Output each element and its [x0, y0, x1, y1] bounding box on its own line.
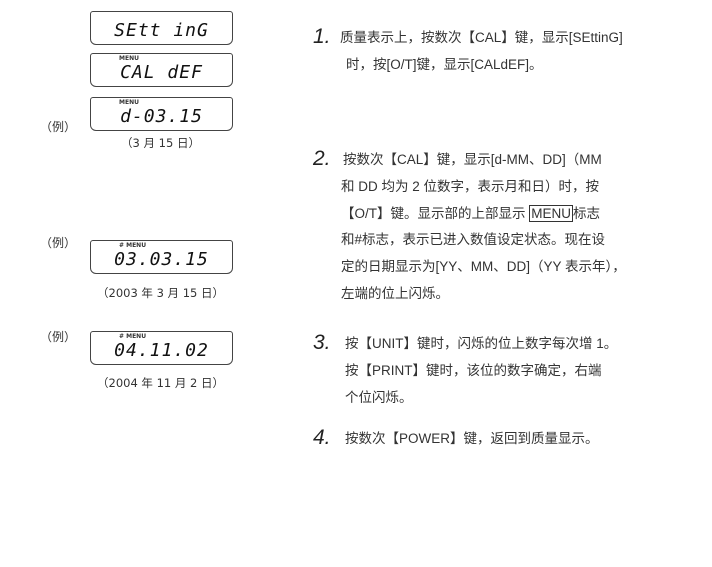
step-text: 按数次【POWER】键，返回到质量显示。 — [345, 431, 599, 446]
lcd-value: CAL dEF — [120, 62, 203, 83]
menu-indicator: MENU — [119, 99, 139, 106]
step-number: 1. — [313, 25, 331, 48]
step-text: 按【UNIT】键时，闪烁的位上数字每次增 1。 — [345, 336, 618, 351]
example-label: （例） — [40, 236, 77, 250]
step-text: 质量表示上，按数次【CAL】键，显示[SEttinG] — [340, 30, 623, 45]
display-caption: （2004 年 11 月 2 日） — [97, 376, 224, 390]
menu-indicator: # MENU — [119, 333, 147, 340]
menu-indicator: # MENU — [119, 242, 147, 249]
step-number: 3. — [313, 331, 331, 354]
step-text: 定的日期显示为[YY、MM、DD]（YY 表示年）， — [341, 259, 626, 274]
lcd-value: 03.03.15 — [114, 249, 209, 270]
step-number: 4. — [313, 426, 331, 449]
menu-indicator: MENU — [119, 55, 139, 62]
menu-label: MENU — [529, 205, 574, 222]
step-text-part: 【O/T】键。显示部的上部显示 — [341, 206, 526, 221]
step-text-part: 标志 — [573, 206, 601, 221]
example-label: （例） — [40, 120, 77, 134]
step-text: 和#标志，表示已进入数值设定状态。现在设 — [341, 232, 606, 247]
example-label: （例） — [40, 330, 77, 344]
step-text: 个位闪烁。 — [345, 390, 413, 405]
step-text: 按【PRINT】键时，该位的数字确定，右端 — [345, 363, 602, 378]
lcd-value: 04.11.02 — [114, 340, 209, 361]
display-caption: （3 月 15 日） — [121, 136, 200, 150]
step-text: 左端的位上闪烁。 — [341, 286, 449, 301]
lcd-value: d-03.15 — [120, 106, 203, 127]
step-text: 按数次【CAL】键，显示[d-MM、DD]（MM — [343, 152, 602, 167]
step-text: 时，按[O/T]键，显示[CALdEF]。 — [346, 57, 543, 72]
step-text: 和 DD 均为 2 位数字，表示月和日）时，按 — [341, 179, 600, 194]
step-number: 2. — [313, 147, 331, 170]
display-caption: （2003 年 3 月 15 日） — [97, 286, 224, 300]
lcd-display-setting: SEtt inG — [90, 11, 233, 45]
lcd-value: SEtt inG — [114, 20, 209, 41]
